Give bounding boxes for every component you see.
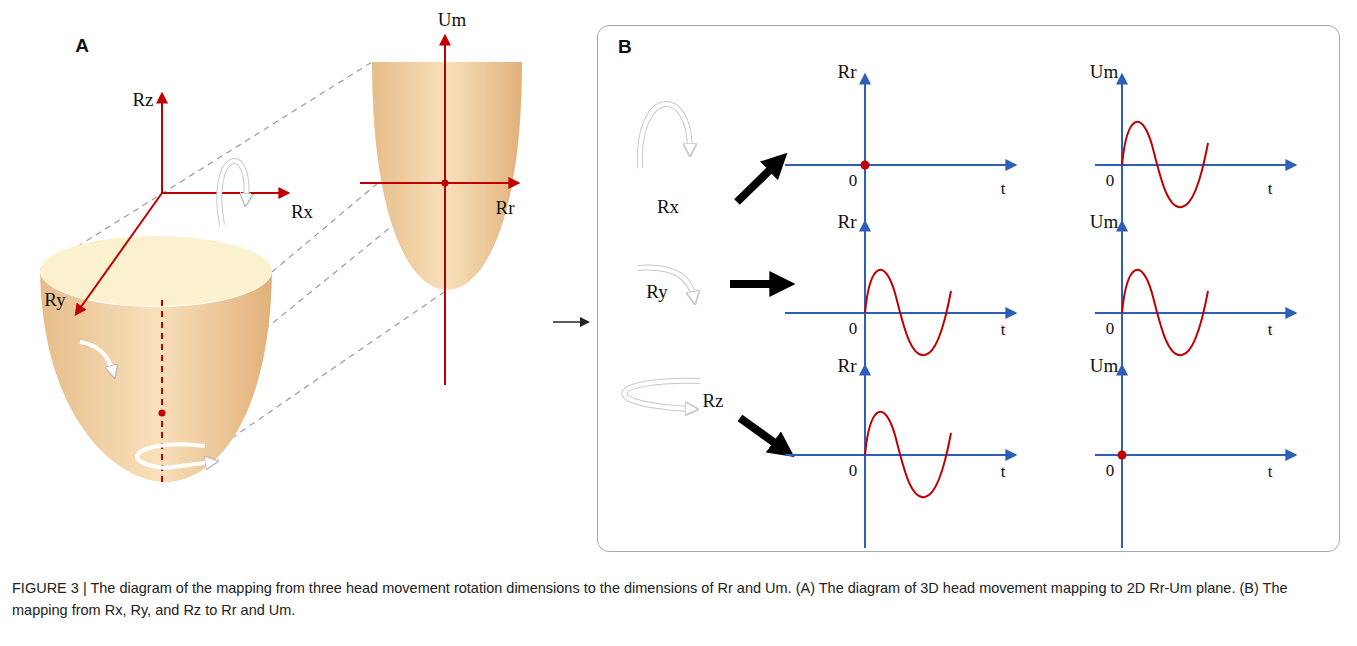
sine-curve <box>1122 270 1208 355</box>
axis-label: Rr <box>838 212 857 233</box>
rotation-label: Rz <box>702 391 723 412</box>
bowl-2d <box>372 62 522 290</box>
origin-label: 0 <box>1106 172 1115 191</box>
bowl-rim <box>40 236 272 306</box>
axis-3d <box>76 94 288 482</box>
rotation-icon <box>624 104 700 409</box>
axis-label: Rr <box>838 62 857 83</box>
origin-label: 0 <box>1106 462 1115 481</box>
mapping-arrow <box>730 160 786 451</box>
rotation-label: Ry <box>646 282 667 303</box>
origin-label: 0 <box>1106 320 1115 339</box>
axis-label: t <box>1268 463 1273 482</box>
rotation-label: Rx <box>657 197 679 218</box>
rotation-arrow <box>80 161 247 468</box>
axis-label: Um <box>1090 212 1119 233</box>
axis-label: t <box>1268 321 1273 340</box>
sine-curve <box>1122 122 1208 207</box>
origin-label: 0 <box>849 462 858 481</box>
origin-label: 0 <box>849 172 858 191</box>
panel-arrow <box>553 321 588 323</box>
axis-label: t <box>1268 180 1273 199</box>
axis-2d <box>360 36 518 385</box>
figure-caption: FIGURE 3 | The diagram of the mapping fr… <box>12 578 1345 622</box>
axis-label: t <box>1001 463 1006 482</box>
panel-letter: B <box>618 36 632 58</box>
axis-label: Um <box>1090 356 1119 377</box>
origin-label: 0 <box>849 320 858 339</box>
zero-dot <box>1118 451 1127 460</box>
axis-label: t <box>1001 321 1006 340</box>
axis-label: Rr <box>496 198 515 219</box>
axis-label: t <box>1001 180 1006 199</box>
panel-box: B <box>597 25 1340 552</box>
axis-label: Rz <box>132 90 153 111</box>
plot-axis <box>785 75 1295 548</box>
axis-label: Um <box>438 10 467 31</box>
axis-label: Um <box>1090 62 1119 83</box>
sine-curve <box>865 270 951 355</box>
axis-dot <box>442 180 449 187</box>
axis-dot <box>159 410 166 417</box>
sine-curve <box>865 412 951 497</box>
projection-line <box>40 62 522 482</box>
axis-label: Ry <box>44 290 65 311</box>
axis-label: Rx <box>291 202 313 223</box>
panel-letter: A <box>75 36 89 57</box>
axis-label: Rr <box>838 356 857 377</box>
zero-dot <box>861 161 870 170</box>
